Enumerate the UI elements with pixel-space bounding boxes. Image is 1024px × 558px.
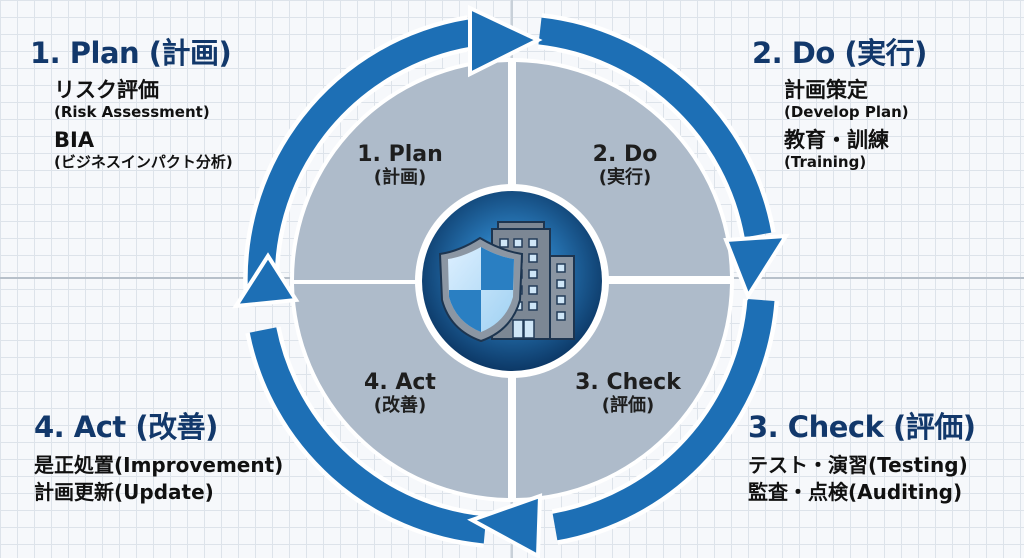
- corner-item-jp: リスク評価: [54, 78, 159, 102]
- corner-item-en: (ビジネスインパクト分析): [54, 153, 233, 172]
- cycle-arrows: [243, 13, 779, 548]
- arrowhead-left-icon: [232, 252, 300, 309]
- quadrant-title: 4. Act: [364, 370, 436, 395]
- corner-do: 2. Do (実行) 計画策定 (Develop Plan) 教育・訓練 (Tr…: [752, 30, 927, 172]
- arrowhead-bottom-icon: [467, 493, 543, 558]
- quadrant-title: 3. Check: [575, 370, 681, 395]
- corner-check: 3. Check (評価) テスト・演習(Testing) 監査・点検(Audi…: [748, 404, 976, 506]
- corner-line: 是正処置(Improvement): [34, 453, 284, 477]
- quadrant-label-do: 2. Do (実行): [545, 142, 705, 189]
- corner-item-en: (Training): [784, 153, 867, 172]
- quadrant-subtitle: (実行): [598, 167, 652, 189]
- quadrant-subtitle: (評価): [601, 395, 655, 417]
- corner-title: 4. Act (改善): [34, 410, 218, 444]
- shield-icon: [438, 236, 524, 343]
- corner-plan: 1. Plan (計画) リスク評価 (Risk Assessment) BIA…: [30, 30, 233, 172]
- corner-title: 2. Do (実行): [752, 36, 927, 70]
- corner-title: 3. Check (評価): [748, 410, 976, 444]
- quadrant-label-plan: 1. Plan (計画): [320, 142, 480, 189]
- corner-item-en: (Develop Plan): [784, 103, 909, 122]
- corner-item-jp: 教育・訓練: [784, 127, 889, 152]
- quadrant-label-act: 4. Act (改善): [320, 370, 480, 417]
- corner-item-jp: 計画策定: [784, 78, 868, 102]
- corner-item-en: (Risk Assessment): [54, 103, 210, 122]
- center-emblem: [415, 184, 609, 378]
- quadrant-subtitle: (改善): [373, 395, 427, 417]
- arrowhead-top-icon: [468, 4, 543, 78]
- quadrant-label-check: 3. Check (評価): [548, 370, 708, 417]
- corner-line: テスト・演習(Testing): [748, 453, 968, 477]
- corner-line: 計画更新(Update): [34, 480, 214, 504]
- corner-act: 4. Act (改善) 是正処置(Improvement) 計画更新(Updat…: [34, 404, 283, 506]
- arrowheads: [232, 4, 790, 558]
- quadrant-subtitle: (計画): [373, 167, 427, 189]
- quadrant-title: 1. Plan: [357, 142, 443, 167]
- arrowhead-right-icon: [723, 233, 790, 301]
- corner-item-jp: BIA: [54, 127, 95, 152]
- corner-title: 1. Plan (計画): [30, 36, 232, 70]
- quadrant-title: 2. Do: [592, 142, 658, 167]
- corner-line: 監査・点検(Auditing): [748, 480, 963, 504]
